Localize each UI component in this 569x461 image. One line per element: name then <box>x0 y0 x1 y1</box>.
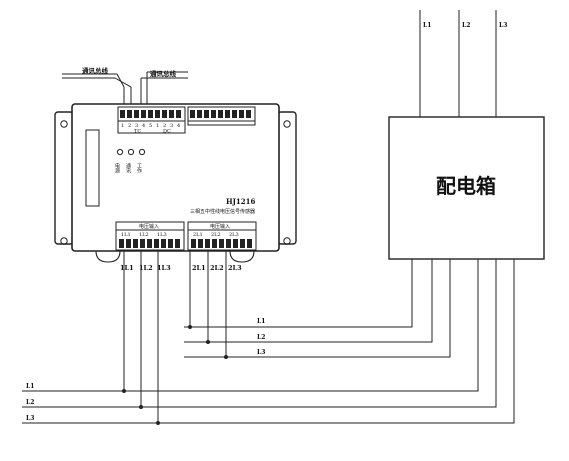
incoming-line-label: L2 <box>462 22 470 29</box>
terminal-label: 2L3 <box>229 232 239 238</box>
terminal-group-label: 电压输入 <box>210 223 230 230</box>
communication-bus <box>62 71 188 117</box>
line-label: L3 <box>257 349 265 356</box>
distribution-box <box>388 116 545 260</box>
display-window <box>85 129 100 207</box>
top-terminal-block-left: 1 2 3 4 5 1 2 3 4 TC DC <box>117 106 186 135</box>
terminal-label: 1L2 <box>139 232 149 238</box>
terminal-label: 5 <box>149 123 152 129</box>
module-body <box>71 103 280 252</box>
terminal-label: 1 <box>156 123 159 129</box>
input-label: 2L1 <box>192 264 206 272</box>
terminal-label: 2 <box>163 123 166 129</box>
terminal-group-label: 电压输入 <box>139 223 159 230</box>
terminal-label: 1 <box>121 123 124 129</box>
input-label: 1L1 <box>120 264 134 272</box>
top-terminal-block-right <box>187 106 256 126</box>
junction-dots <box>122 325 228 425</box>
led-icon <box>127 148 135 156</box>
input-label: 1L2 <box>139 264 153 272</box>
din-clip <box>95 250 121 263</box>
incoming-line-label: L3 <box>499 22 507 29</box>
input-label: 1L3 <box>157 264 171 272</box>
led-label: 工作 <box>136 163 142 174</box>
line-label: L1 <box>26 383 34 390</box>
bus-label-right: 通讯总线 <box>150 69 177 78</box>
led-icon <box>116 148 124 156</box>
terminal-group-label: DC <box>163 129 171 135</box>
bottom-terminal-block-left: 电压输入 1L1 1L2 1L3 <box>115 221 185 251</box>
led-icon <box>138 148 146 156</box>
input-label: 2L3 <box>228 264 242 272</box>
line-label: L3 <box>26 415 34 422</box>
incoming-lines <box>419 10 497 117</box>
led-label: 通讯 <box>125 162 131 174</box>
led-indicators: 电源 通讯 工作 <box>114 148 146 174</box>
terminal-label: 3 <box>170 123 173 129</box>
sensor-module: 1 2 3 4 5 1 2 3 4 TC DC <box>54 103 297 263</box>
line-label: L2 <box>26 399 34 406</box>
mount-hole-icon <box>60 237 68 245</box>
terminal-label: 2L2 <box>211 232 221 238</box>
terminal-label: 4 <box>177 123 180 129</box>
led-label: 电源 <box>114 162 120 174</box>
terminal-label: 1L1 <box>121 232 131 238</box>
line-label: L1 <box>257 318 265 325</box>
device-description: 三相五中性线电压信号传感器 <box>190 208 255 215</box>
terminal-label: 3 <box>135 123 138 129</box>
terminal-label: 1L3 <box>157 232 167 238</box>
din-clip <box>229 250 255 263</box>
mount-hole-icon <box>283 120 291 128</box>
line-label: L2 <box>257 334 265 341</box>
terminal-group-label: TC <box>134 129 141 135</box>
input-label: 2L2 <box>210 264 224 272</box>
device-model: HJ1216 <box>226 197 256 206</box>
incoming-line-label: L1 <box>423 22 431 29</box>
mount-hole-icon <box>60 120 68 128</box>
terminal-label: 2 <box>128 123 131 129</box>
terminal-label: 4 <box>142 123 145 129</box>
terminal-label: 2L1 <box>193 232 203 238</box>
mount-hole-icon <box>283 237 291 245</box>
bottom-terminal-block-right: 电压输入 2L1 2L2 2L3 <box>187 221 257 251</box>
bus-label-left: 通讯总线 <box>82 66 109 75</box>
distribution-box-label: 配电箱 <box>436 174 496 198</box>
output-wiring <box>22 250 515 424</box>
